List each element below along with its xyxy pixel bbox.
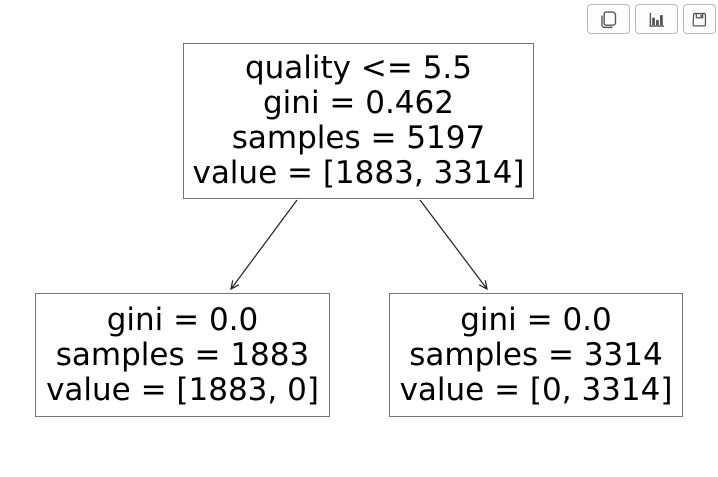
save-icon — [690, 10, 709, 29]
node-samples: samples = 5197 — [231, 120, 486, 156]
edge-root-right-arrow — [419, 199, 488, 291]
plot-toolbar — [587, 4, 716, 34]
bar-chart-icon — [646, 9, 667, 30]
node-gini: gini = 0.0 — [106, 301, 259, 338]
tree-node-left-leaf: gini = 0.0 samples = 1883 value = [1883,… — [35, 293, 330, 417]
tree-node-right-leaf: gini = 0.0 samples = 3314 value = [0, 33… — [389, 293, 683, 417]
node-split-rule: quality <= 5.5 — [244, 50, 472, 86]
copy-icon — [598, 9, 619, 30]
edge-root-left-arrow — [230, 199, 298, 291]
node-gini: gini = 0.462 — [263, 85, 454, 121]
tree-node-root: quality <= 5.5 gini = 0.462 samples = 51… — [183, 43, 534, 199]
node-samples: samples = 3314 — [409, 336, 663, 373]
copy-plot-button[interactable] — [587, 4, 630, 34]
node-value: value = [0, 3314] — [399, 371, 673, 408]
node-value: value = [1883, 3314] — [192, 155, 525, 191]
node-samples: samples = 1883 — [55, 336, 310, 373]
save-plot-button[interactable] — [683, 4, 716, 34]
node-value: value = [1883, 0] — [46, 371, 319, 408]
view-plots-button[interactable] — [635, 4, 678, 34]
node-gini: gini = 0.0 — [460, 301, 612, 338]
